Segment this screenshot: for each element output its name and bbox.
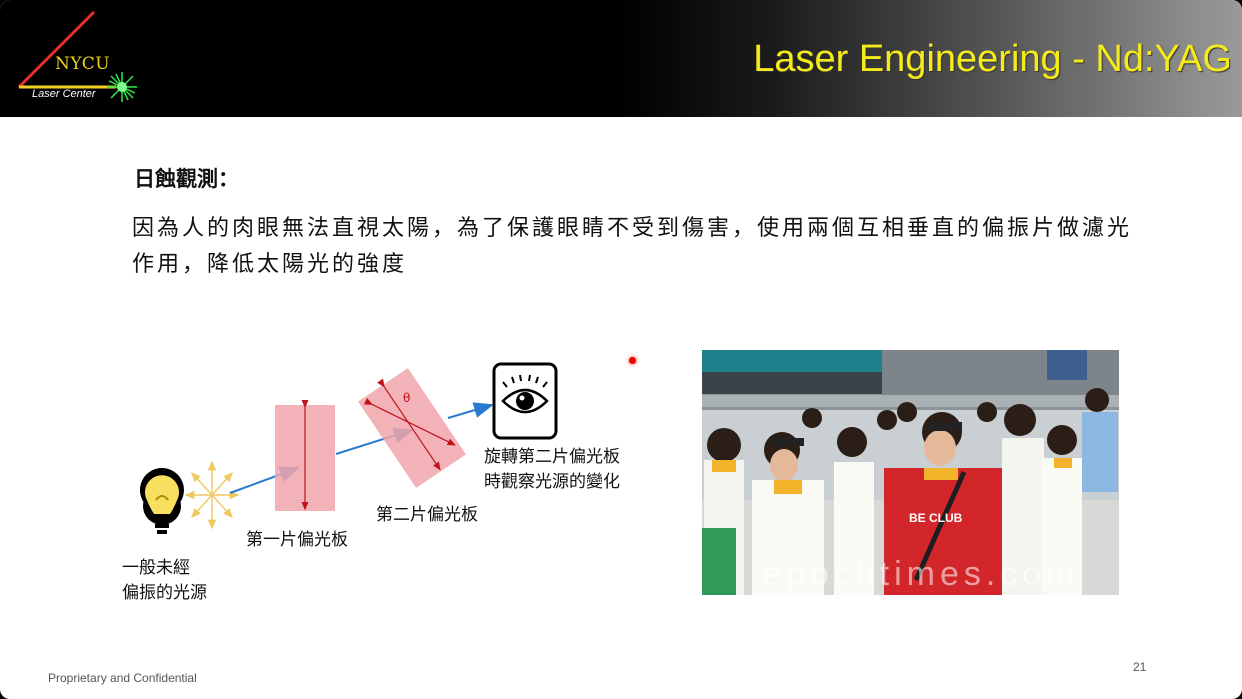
slide-header: NYCU Laser Center Laser Engineering - Nd…: [0, 0, 1242, 117]
pointer-dot: [629, 357, 636, 364]
eclipse-viewing-photo: BE CLUB epochtimes.com: [702, 350, 1119, 595]
page-number: 21: [1133, 660, 1147, 674]
observer-label-line2: 時觀察光源的變化: [484, 472, 620, 492]
polarizer-2: [358, 368, 466, 488]
shirt-text: BE CLUB: [909, 511, 963, 525]
photo-watermark: epochtimes.com: [762, 555, 1080, 593]
observer-label-line1: 旋轉第二片偏光板: [484, 447, 620, 467]
polarizer-2-label: 第二片偏光板: [376, 505, 478, 525]
polarizer-diagram: θ 一般未經 偏振的光源 第一片偏光板 第二片偏光板 旋轉第二: [110, 350, 670, 610]
section-heading: 日蝕觀測：: [134, 166, 239, 191]
slide-title: Laser Engineering - Nd:YAG: [753, 38, 1232, 80]
polarizer-1: [275, 399, 335, 511]
source-label-line2: 偏振的光源: [122, 583, 207, 603]
footer-confidential: Proprietary and Confidential: [48, 671, 197, 685]
beam-arrow-3: [447, 402, 494, 419]
polarizer-1-label: 第一片偏光板: [246, 530, 348, 550]
logo-subtitle: Laser Center: [32, 88, 96, 100]
source-label-line1: 一般未經: [122, 558, 190, 578]
eye-icon: [492, 362, 558, 440]
nycu-logo: [17, 10, 137, 102]
body-paragraph: 因為人的肉眼無法直視太陽，為了保護眼睛不受到傷害，使用兩個互相垂直的偏振片做濾光…: [132, 216, 1133, 277]
logo-wordmark: NYCU: [55, 54, 111, 74]
angle-theta: θ: [403, 391, 410, 405]
lightbulb-icon: [139, 468, 184, 534]
unpolarized-light-rays: [184, 460, 240, 530]
